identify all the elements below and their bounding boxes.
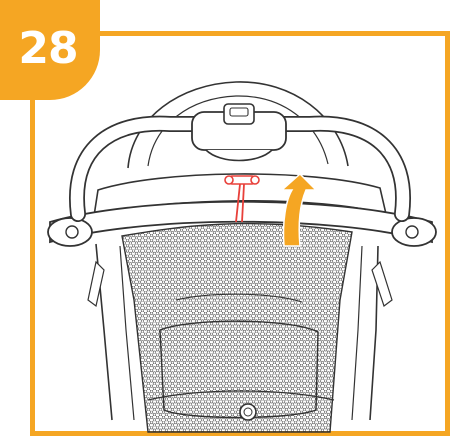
left-side-frame-inner [119,245,135,421]
left-hinge [87,260,105,308]
harness-strap [224,175,260,223]
buckle-button [239,403,257,421]
seat-pocket-seam [175,293,303,303]
curved-arrow-up-icon [280,172,318,247]
fold-latch-base [205,149,273,162]
bumper-left-pivot [65,225,79,239]
step-frame [30,31,450,436]
right-hinge [371,260,393,307]
fold-latch-button-top [229,107,249,117]
bumper-left-end [47,217,93,247]
seat-bottom-edge [147,390,335,401]
fold-latch-button [223,103,255,125]
bumper-bar [49,200,433,244]
step-number-badge: 28 [0,0,100,100]
bumper-right-end [391,217,437,247]
buckle-button-inner [243,407,253,417]
right-side-frame-inner [351,245,363,421]
seat-pocket-outline [159,320,319,419]
seat-mesh-panel [121,222,353,433]
bumper-right-pivot [405,225,419,239]
step-number: 28 [18,22,78,74]
